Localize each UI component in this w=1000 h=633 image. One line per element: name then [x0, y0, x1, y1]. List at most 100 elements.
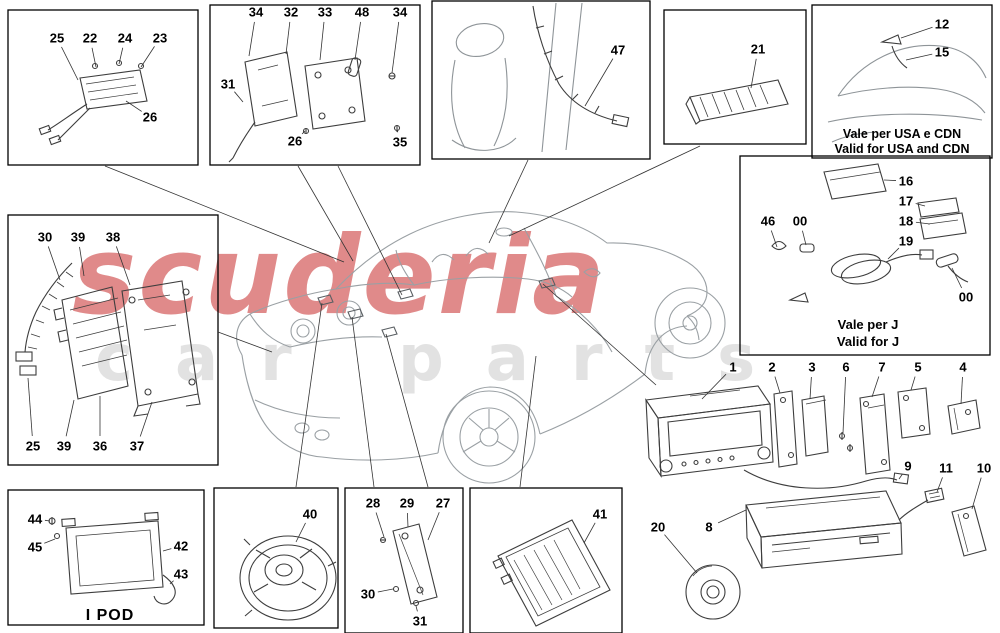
leader-line [415, 605, 418, 612]
callout-17: 17 [898, 193, 914, 209]
leader-line [809, 376, 812, 400]
callout-38: 38 [105, 229, 121, 245]
callout-47: 47 [610, 42, 626, 58]
callout-11: 11 [939, 460, 953, 476]
leader-line [295, 302, 323, 488]
part-mounting-brackets [228, 51, 401, 163]
callout-34: 34 [392, 4, 408, 20]
callout-48: 48 [354, 4, 370, 20]
leader-line [898, 473, 903, 480]
note-ipod-label: I POD [85, 607, 135, 624]
callout-39: 39 [56, 438, 72, 454]
leader-line [508, 145, 701, 237]
callout-9: 9 [904, 458, 912, 474]
callout-46: 46 [760, 213, 776, 229]
part-interior-antenna-cable [451, 2, 630, 153]
part-ecu-and-bracket [15, 262, 201, 417]
leader-line [139, 401, 153, 437]
part-j-modules [771, 163, 969, 303]
callout-22: 22 [82, 30, 98, 46]
callout-6: 6 [842, 359, 850, 375]
callout-18: 18 [898, 213, 914, 229]
leader-line [125, 100, 142, 112]
callout-21: 21 [750, 41, 766, 57]
leader-line [900, 26, 933, 39]
box-interior-antenna [431, 0, 651, 160]
leader-line [750, 58, 757, 89]
callout-41: 41 [592, 506, 608, 522]
callout-8: 8 [705, 519, 713, 535]
leader-line [936, 477, 943, 493]
leader-line [44, 538, 56, 544]
parts-artwork [15, 2, 987, 627]
box-usa-cdn [811, 4, 993, 159]
roof-antenna-icon [495, 227, 513, 237]
part-cd-disc [685, 564, 741, 620]
leader-line [285, 21, 291, 55]
note-usa-cdn-line1: Vale per USA e CDN [842, 127, 962, 141]
callout-16: 16 [898, 173, 914, 189]
callout-39: 39 [70, 229, 86, 245]
part-rear-view-usa [827, 34, 987, 143]
part-small-bracket [379, 523, 438, 607]
leader-line [883, 179, 897, 181]
leader-line [377, 588, 394, 593]
leader-line [248, 21, 255, 57]
callout-32: 32 [283, 4, 299, 20]
box-mounting-brackets [209, 4, 421, 166]
callout-33: 33 [317, 4, 333, 20]
box-ipod [7, 489, 205, 626]
leader-line [104, 165, 345, 263]
callout-5: 5 [914, 359, 922, 375]
part-roof-module [685, 79, 789, 125]
callout-3: 3 [808, 359, 816, 375]
callout-40: 40 [302, 506, 318, 522]
box-small-bracket [344, 487, 464, 633]
leader-line [391, 21, 400, 74]
callout-1: 1 [729, 359, 737, 375]
callout-28: 28 [365, 495, 381, 511]
leader-line [871, 376, 880, 398]
part-head-unit-brackets [743, 387, 981, 489]
callout-12: 12 [934, 16, 950, 32]
box-amplifier [469, 487, 623, 633]
leader-line [951, 267, 963, 289]
leader-line [915, 221, 931, 225]
leader-line [169, 580, 174, 585]
leader-line [301, 130, 306, 135]
leader-line [385, 333, 429, 488]
callout-26: 26 [142, 109, 158, 125]
leader-line [664, 534, 698, 574]
leader-line [337, 165, 403, 296]
callout-4: 4 [959, 359, 967, 375]
leader-line [960, 376, 963, 405]
leader-line [842, 376, 846, 434]
callout-2: 2 [768, 359, 776, 375]
leader-line [770, 230, 778, 248]
leader-line [542, 283, 657, 386]
leader-line [115, 246, 131, 286]
leader-line [297, 165, 354, 262]
leader-line [774, 376, 781, 394]
callout-45: 45 [27, 539, 43, 555]
leader-line [91, 47, 97, 68]
note-valid-j-line2: Valid for J [836, 334, 900, 349]
box-speaker [213, 487, 339, 629]
callout-24: 24 [117, 30, 133, 46]
leader-line [519, 355, 537, 488]
part-speaker [239, 535, 337, 621]
leader-line [584, 58, 614, 107]
leader-line [396, 128, 399, 133]
callout-42: 42 [173, 538, 189, 554]
callout-19: 19 [898, 233, 914, 249]
leader-line [407, 512, 409, 528]
callout-00: 00 [958, 289, 974, 305]
leader-line [295, 522, 306, 543]
callout-31: 31 [220, 76, 236, 92]
callout-00: 00 [792, 213, 808, 229]
leader-line [79, 246, 85, 277]
part-antenna-amplifier [38, 59, 148, 146]
callout-36: 36 [92, 438, 108, 454]
